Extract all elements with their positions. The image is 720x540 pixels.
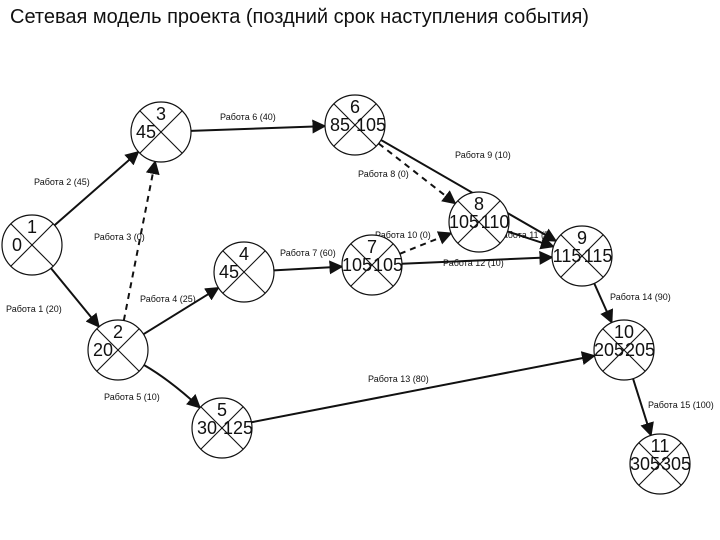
edge-label-7-8: Работа 10 (0) (375, 230, 431, 240)
edge-7-8-dummy (399, 231, 453, 255)
edge-2-4 (142, 286, 220, 336)
edge-1-3 (53, 150, 140, 226)
edge-4-7 (273, 260, 344, 275)
edge-3-6 (190, 119, 327, 134)
edge-label-10-11: Работа 15 (100) (648, 400, 714, 410)
node-2: 220 (87, 319, 149, 381)
node-divider (638, 442, 682, 486)
node-6: 685 105 (324, 94, 386, 156)
node-id: 1 (27, 217, 37, 237)
node-late-time: 115 (584, 246, 613, 266)
node-divider (222, 250, 266, 294)
edge-label-9-10: Работа 14 (90) (610, 292, 671, 302)
edge-7-9 (401, 250, 554, 265)
node-late-time: 105 (356, 115, 386, 135)
node-id: 3 (156, 104, 166, 124)
edge-8-9 (507, 230, 555, 250)
node-early-time: 45 (136, 122, 156, 142)
node-late-time: 305 (661, 454, 691, 474)
node-id: 11 (651, 436, 670, 456)
node-early-time: 305 (630, 454, 660, 474)
node-divider (350, 243, 394, 287)
edge-label-3-6: Работа 6 (40) (220, 112, 276, 122)
node-late-time: 205 (625, 340, 655, 360)
node-divider (560, 234, 604, 278)
node-5: 530 125 (191, 397, 253, 459)
node-4: 445 (213, 241, 275, 303)
node-divider (200, 406, 244, 450)
edge-2-5 (143, 364, 201, 409)
node-3: 345 (130, 101, 192, 163)
node-divider (139, 110, 183, 154)
node-late-time: 105 (373, 255, 403, 275)
node-id: 10 (614, 322, 634, 342)
edge-label-1-2: Работа 1 (20) (6, 304, 62, 314)
edge-6-8-dummy (378, 142, 457, 205)
node-id: 4 (239, 244, 249, 264)
node-early-time: 115 (553, 246, 582, 266)
node-early-time: 105 (342, 255, 372, 275)
edge-label-8-9: Работа 11 (5) (497, 230, 552, 240)
edge-label-2-3: Работа 3 (0) (94, 232, 145, 242)
node-id: 5 (217, 400, 227, 420)
node-id: 2 (113, 322, 123, 342)
node-early-time: 0 (12, 235, 22, 255)
node-id: 6 (350, 97, 360, 117)
node-early-time: 205 (594, 340, 624, 360)
edge-2-3-dummy (122, 160, 160, 321)
edge-label-4-7: Работа 7 (60) (280, 248, 336, 258)
node-early-time: 85 (330, 115, 350, 135)
edge-1-2 (50, 267, 100, 328)
edge-10-11 (632, 378, 654, 437)
edge-label-6-9: Работа 9 (10) (455, 150, 511, 160)
node-id: 9 (577, 228, 587, 248)
node-early-time: 20 (93, 340, 113, 360)
edge-label-5-10: Работа 13 (80) (368, 374, 429, 384)
edge-label-1-3: Работа 2 (45) (34, 177, 90, 187)
node-late-time: 125 (223, 418, 253, 438)
node-1: 10 (1, 214, 63, 276)
node-divider (602, 328, 646, 372)
node-divider (333, 103, 377, 147)
edge-6-9 (380, 139, 558, 242)
edge-label-7-9: Работа 12 (10) (443, 258, 504, 268)
edge-label-2-4: Работа 4 (25) (140, 294, 196, 304)
diagram-title: Сетевая модель проекта (поздний срок нас… (10, 6, 589, 28)
node-early-time: 105 (449, 212, 479, 232)
node-late-time: 110 (481, 212, 510, 232)
node-divider (10, 223, 54, 267)
node-divider (96, 328, 140, 372)
node-id: 8 (474, 194, 484, 214)
edge-5-10 (251, 351, 596, 424)
node-divider (457, 200, 501, 244)
edge-label-2-5: Работа 5 (10) (104, 392, 160, 402)
edge-9-10 (593, 282, 614, 324)
node-early-time: 30 (197, 418, 217, 438)
edge-label-6-8: Работа 8 (0) (358, 169, 409, 179)
node-early-time: 45 (219, 262, 239, 282)
node-id: 7 (367, 237, 377, 257)
